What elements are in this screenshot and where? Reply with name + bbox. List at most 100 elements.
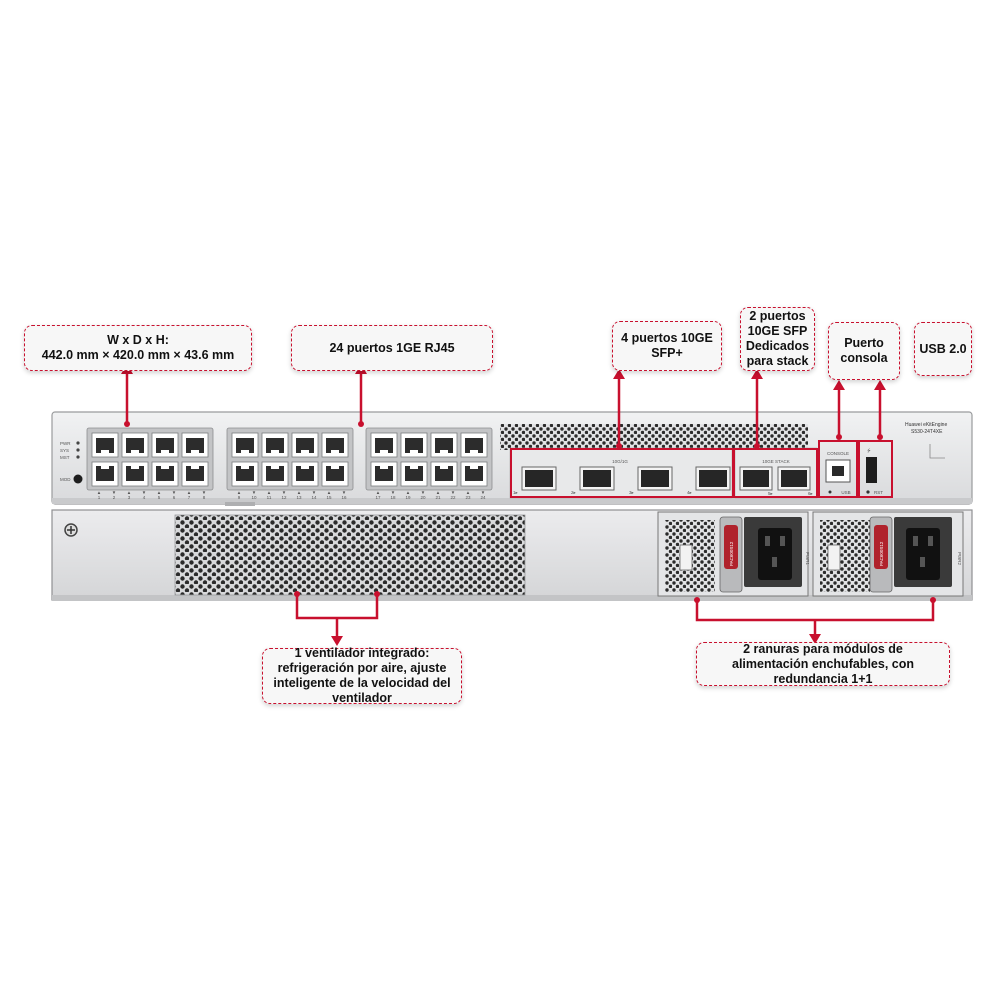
psu-1-label: PWR1 (805, 552, 810, 565)
fan-vent (174, 514, 526, 596)
port-number-label: 7 (188, 495, 191, 500)
rj45-port[interactable] (430, 461, 458, 487)
rj45-port[interactable] (151, 432, 179, 458)
rj45-port[interactable] (321, 432, 349, 458)
rj45-port[interactable] (460, 432, 488, 458)
rj45-port[interactable] (231, 432, 259, 458)
sfp-plus-port[interactable] (521, 466, 557, 491)
rj45-port[interactable] (181, 432, 209, 458)
fan-line4: ventilador (332, 691, 392, 705)
rear-panel: PAC600S12 PWR1 PAC600S12 PWR2 (51, 509, 973, 601)
port-arrow-icon: ▲ (436, 490, 440, 495)
usb-port-label: USB (841, 490, 850, 495)
brand-label: Huawei eKitEngine (905, 422, 947, 428)
stack-callout: 2 puertos 10GE SFP Dedicados para stack (740, 307, 815, 371)
usb-port[interactable] (866, 457, 877, 483)
rj45-port[interactable] (291, 461, 319, 487)
rj45-port[interactable] (291, 432, 319, 458)
port-number-label: 2 (113, 495, 116, 500)
rj45-port-numbers: 1▲2▼3▲4▼5▲6▼7▲8▼9▲10▼11▲12▼13▲14▼15▲16▼1… (97, 490, 486, 500)
usb-label: USB 2.0 (919, 341, 967, 356)
port-arrow-icon: ▼ (142, 490, 146, 495)
fan-line3: inteligente de la velocidad del (273, 676, 451, 690)
port-number-label: 14 (311, 495, 317, 500)
dimensions-callout: W x D x H: 442.0 mm × 420.0 mm × 43.6 mm (24, 325, 252, 371)
port-number-label: 20 (420, 495, 426, 500)
rj45-port[interactable] (321, 461, 349, 487)
stack-line2: 10GE SFP (747, 324, 808, 338)
psu-module-1: PAC600S12 PWR1 (657, 511, 810, 597)
model-label: S530-24T4XE (911, 429, 943, 435)
rj45-port[interactable] (430, 432, 458, 458)
led-label-pwr: PWR (60, 441, 71, 446)
port-number-label: 18 (390, 495, 396, 500)
port-arrow-icon: ▼ (202, 490, 206, 495)
port-arrow-icon: ▲ (97, 490, 101, 495)
rj45-port[interactable] (91, 461, 119, 487)
port-arrow-icon: ▼ (112, 490, 116, 495)
rj45-port[interactable] (400, 432, 428, 458)
console-callout: Puerto consola (828, 322, 900, 380)
sfp-plus-port[interactable] (579, 466, 615, 491)
port-number-label: 8 (203, 495, 206, 500)
port-number-label: 10 (251, 495, 257, 500)
port-arrow-icon: ▲ (267, 490, 271, 495)
sfp-plus-port[interactable] (637, 466, 673, 491)
stack-line1: 2 puertos (749, 309, 806, 323)
stack-group-label: 10GE STACK (762, 459, 789, 464)
port-arrow-icon: ▲ (376, 490, 380, 495)
mode-label: MOD (60, 477, 71, 482)
psu-1-power-inlet[interactable] (758, 528, 792, 580)
rj45-port[interactable] (91, 432, 119, 458)
port-arrow-icon: ▲ (406, 490, 410, 495)
rj45-port[interactable] (121, 461, 149, 487)
rj45-port[interactable] (400, 461, 428, 487)
reset-label: RST (874, 490, 883, 495)
psu-2-power-inlet[interactable] (906, 528, 940, 580)
stack-highlight (733, 448, 818, 498)
power-line2: alimentación enchufables, con (732, 656, 914, 671)
rj45-port[interactable] (460, 461, 488, 487)
led-label-sys: SYS (60, 448, 69, 453)
port-arrow-icon: ▲ (237, 490, 241, 495)
sfp-port-number: 1▸ (513, 490, 519, 495)
stack-port[interactable] (777, 466, 811, 491)
mode-button[interactable] (73, 474, 83, 484)
port-arrow-icon: ▲ (466, 490, 470, 495)
fan-callout: 1 ventilador integrado: refrigeración po… (262, 646, 462, 705)
reset-button[interactable] (866, 490, 870, 494)
status-leds: PWR SYS MST MOD (60, 441, 83, 484)
port-number-label: 3 (128, 495, 131, 500)
port-number-label: 11 (267, 495, 272, 500)
psu-2-label: PWR2 (957, 552, 962, 565)
sfp-port-number: 2▸ (571, 490, 577, 495)
psu-1-handle-text: PAC600S12 (729, 541, 734, 566)
port-arrow-icon: ▼ (172, 490, 176, 495)
sfp-plus-port[interactable] (695, 466, 731, 491)
rj45-port[interactable] (231, 461, 259, 487)
sfp-plus-ports: 1▸2▸3▸4▸ (513, 466, 731, 495)
port-number-label: 19 (405, 495, 411, 500)
rj45-port[interactable] (151, 461, 179, 487)
rj45-port[interactable] (181, 461, 209, 487)
rj45-port[interactable] (370, 461, 398, 487)
led-label-mst: MST (60, 455, 70, 460)
psu-1-handle[interactable] (724, 525, 738, 569)
port-number-label: 4 (143, 495, 146, 500)
rj45-port[interactable] (370, 432, 398, 458)
psu-2-handle[interactable] (874, 525, 888, 569)
rj45-port[interactable] (261, 432, 289, 458)
stack-port[interactable] (739, 466, 773, 491)
port-arrow-icon: ▲ (127, 490, 131, 495)
dimensions-title: W x D x H: (107, 333, 169, 347)
usb-callout: USB 2.0 (914, 322, 972, 376)
rj45-port[interactable] (121, 432, 149, 458)
psu-module-2: PAC600S12 PWR2 (812, 511, 964, 597)
dimensions-value: 442.0 mm × 420.0 mm × 43.6 mm (41, 348, 235, 362)
console-line2: consola (840, 351, 888, 365)
front-panel: PWR SYS MST MOD 1▲2▼3▲4▼5▲6▼7▲8▼9▲10▼11▲… (51, 411, 973, 506)
port-number-label: 13 (296, 495, 302, 500)
rj45-port[interactable] (261, 461, 289, 487)
console-highlight (818, 440, 858, 498)
port-number-label: 1 (98, 495, 101, 500)
